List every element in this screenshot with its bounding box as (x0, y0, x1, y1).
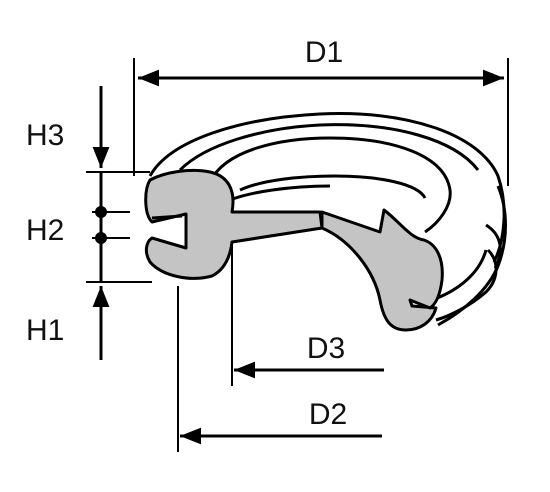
h2-top-dot (95, 206, 107, 218)
d3-label: D3 (307, 332, 345, 365)
h1-label: H1 (26, 314, 64, 347)
d1-label: D1 (305, 36, 343, 69)
left-slot-line (151, 214, 183, 220)
d3-dimension: D3 (231, 244, 384, 386)
h3-label: H3 (26, 119, 64, 152)
h2-label: H2 (26, 214, 64, 247)
left-cross-section (144, 168, 324, 280)
right-side-line-3 (435, 248, 498, 322)
inner-lip-line (229, 184, 331, 202)
h-dimensions: H3 H2 H1 (26, 86, 152, 360)
d2-label: D2 (309, 398, 347, 431)
d2-dimension: D2 (177, 286, 382, 452)
outer-groove-line (178, 123, 480, 172)
h2-bottom-dot (95, 232, 107, 244)
inner-bore-outer (208, 136, 452, 234)
inner-bore-inner (239, 174, 427, 199)
d1-dimension: D1 (133, 36, 509, 186)
right-cross-section (320, 208, 444, 332)
